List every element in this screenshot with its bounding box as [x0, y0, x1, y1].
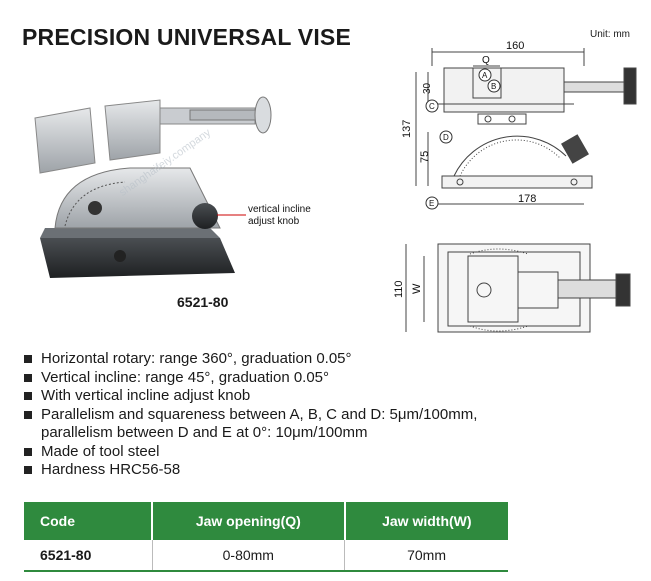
lead-screw — [189, 109, 261, 121]
table-header-row: Code Jaw opening(Q) Jaw width(W) — [24, 502, 508, 540]
label-d: D — [443, 133, 449, 142]
model-number: 6521-80 — [177, 294, 229, 310]
side-view-drawing: 160 Q 30 137 75 178 A B C D E — [401, 40, 637, 210]
vise-base — [40, 238, 235, 278]
movable-jaw — [104, 99, 161, 161]
spec-table: Code Jaw opening(Q) Jaw width(W) 6521-80… — [24, 502, 508, 572]
dim-q: Q — [482, 55, 490, 66]
product-photo: shanghaifeiy.company vertical incline ad… — [34, 96, 311, 278]
cell-jaw-width: 70mm — [344, 540, 508, 572]
callout-line-2: adjust knob — [248, 216, 300, 227]
dim-width: 160 — [506, 40, 524, 52]
cell-code: 6521-80 — [24, 540, 153, 572]
spec-item: Vertical incline: range 45°, graduation … — [22, 369, 477, 388]
label-b: B — [491, 82, 496, 91]
table-row: 6521-80 0-80mm 70mm — [24, 540, 508, 572]
spec-item-continued: parallelism between D and E at 0°: 10μm/… — [41, 424, 368, 441]
fixed-jaw — [34, 107, 96, 174]
page-title: PRECISION UNIVERSAL VISE — [22, 24, 352, 50]
spec-item: With vertical incline adjust knob — [22, 387, 477, 406]
top-view-drawing: 110 W — [393, 243, 631, 333]
unit-label: Unit: mm — [590, 29, 630, 40]
header-code: Code — [24, 502, 153, 540]
dim-110: 110 — [393, 280, 405, 298]
dim-137: 137 — [401, 120, 413, 138]
spec-list: Horizontal rotary: range 360°, graduatio… — [22, 350, 477, 480]
header-jaw-opening: Jaw opening(Q) — [152, 502, 346, 540]
spec-item: Parallelism and squareness between A, B,… — [22, 406, 477, 425]
label-c: C — [429, 102, 435, 111]
label-a: A — [482, 71, 488, 80]
spec-item: Horizontal rotary: range 360°, graduatio… — [22, 350, 477, 369]
header-jaw-width: Jaw width(W) — [344, 502, 508, 540]
dim-75: 75 — [419, 151, 431, 163]
spec-item: Hardness HRC56-58 — [22, 461, 477, 480]
screw-knob — [254, 96, 272, 134]
dim-w: W — [411, 283, 423, 294]
callout-line-1: vertical incline — [248, 204, 311, 215]
cell-jaw-opening: 0-80mm — [152, 540, 346, 572]
incline-knob — [192, 203, 218, 229]
label-e: E — [429, 199, 434, 208]
dim-30: 30 — [422, 82, 433, 94]
dim-base: 178 — [518, 193, 536, 205]
spec-item: Made of tool steel — [22, 443, 477, 462]
